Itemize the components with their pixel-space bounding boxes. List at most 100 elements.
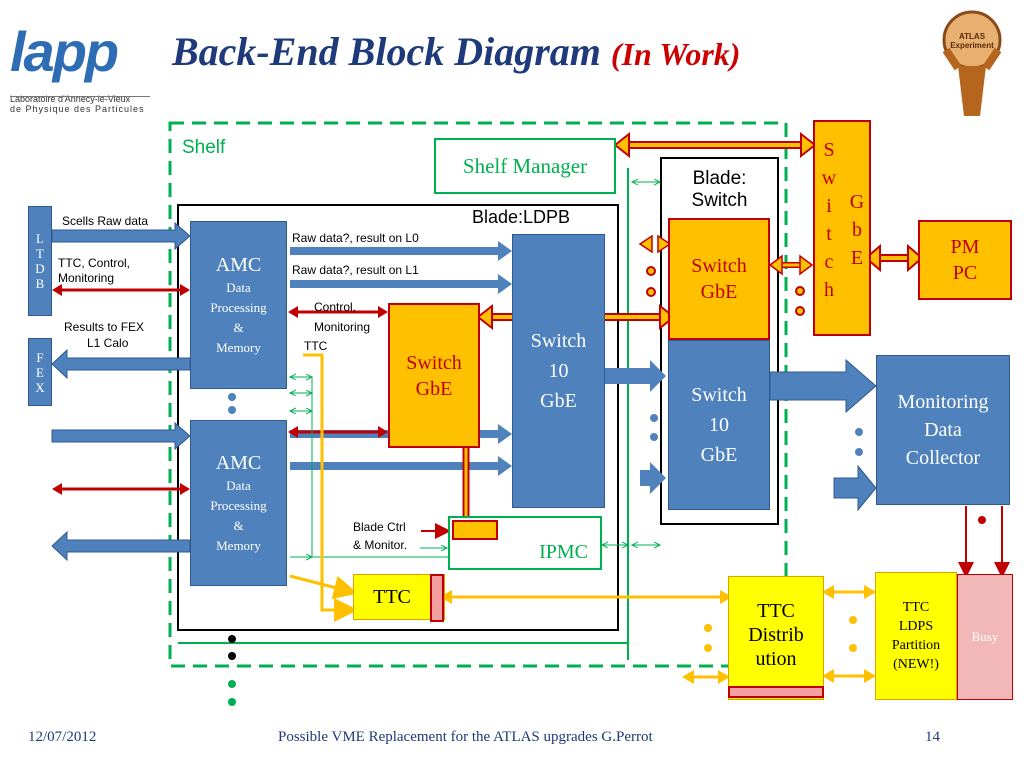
busy-box: Busy: [957, 574, 1013, 700]
ttc-box-connector: [430, 574, 444, 622]
ttc-distrib-line1: TTC: [757, 600, 795, 622]
ttc-ldps-line2: LDPS: [898, 619, 934, 634]
footer-date: 12/07/2012: [28, 729, 97, 745]
switch-to-monitoring-arrow: [769, 358, 877, 414]
blade-switch-line1: Blade:: [692, 168, 747, 189]
monitoring-line2: Data: [924, 419, 962, 441]
monitoring-label: Monitoring: [58, 271, 115, 285]
switch-10gbe-line1: Switch: [691, 384, 747, 406]
amc-line: &: [233, 518, 244, 533]
shelf-label: Shelf: [182, 137, 226, 158]
blade-switch-gbe-box: Switch GbE: [668, 218, 770, 340]
ttc-distrib-line3: ution: [755, 648, 797, 670]
ttc-ldps-line3: Partition: [891, 638, 941, 653]
amc-line: &: [233, 320, 244, 335]
shelf-switch-letter-1: w: [821, 167, 837, 189]
ttc-control-label: TTC, Control,: [58, 256, 131, 270]
switch-gbe-line2: GbE: [700, 281, 738, 303]
amc-line: Processing: [210, 300, 267, 315]
switch-10gbe-line3: GbE: [700, 444, 738, 466]
ttc-distribution-connector: [728, 686, 824, 698]
lapp-logo-underline: [10, 96, 150, 97]
ldpb-to-switch-10g-arrow-2: [640, 462, 666, 494]
ltdb-label: LTDB: [35, 231, 45, 291]
blade-switch-boundary: [660, 157, 779, 525]
shelf-switch-letter-3: t: [826, 223, 832, 245]
raw-l1-arrow: [290, 274, 512, 294]
shelf-switch-letter-4: c: [824, 251, 834, 273]
amc2-raw-arrow-2: [290, 456, 512, 476]
amc-line: Memory: [216, 538, 261, 553]
amc-line: Data: [226, 280, 251, 295]
shelf-manager-label: Shelf Manager: [462, 153, 588, 178]
fex-label: FEX: [35, 349, 45, 395]
shelf-switch-gbe-letter-1: b: [852, 219, 862, 241]
pm-pc-line1: PM: [950, 236, 980, 258]
ipmc-chip: [452, 520, 498, 540]
ttc-distrib-line2: Distrib: [748, 624, 804, 646]
blade-ldpb-label: Blade:LDPB: [472, 207, 571, 227]
lower-amc-out-arrow: [51, 530, 191, 562]
switch-10gbe-line2: 10: [548, 360, 569, 382]
results-fex-label: Results to FEX: [64, 320, 145, 334]
ttc-ldps-line1: TTC: [902, 600, 930, 615]
pm-pc-box: PM PC: [918, 220, 1012, 300]
ipmc-box: IPMC: [448, 516, 602, 570]
lapp-logo-line1: Laboratoire d'Annecy-le-Vieux: [10, 94, 131, 104]
amc-title: AMC: [215, 452, 262, 474]
blade-switch-line2: Switch: [691, 190, 748, 211]
lapp-logo-text: lapp: [10, 20, 119, 83]
shelf-switch-letter-2: i: [826, 195, 832, 217]
blade-switch-label: Blade: Switch: [663, 162, 776, 218]
pm-pc-line2: PC: [952, 262, 978, 284]
page-title: Back-End Block Diagram (In Work): [172, 28, 740, 75]
ldpb-switch-gbe-box: Switch GbE: [388, 303, 480, 448]
monitoring-line3: Collector: [905, 447, 981, 469]
raw-l0-arrow: [290, 241, 512, 261]
monitoring-line1: Monitoring: [897, 391, 989, 413]
amc-line: Memory: [216, 340, 261, 355]
shelf-switch-gbe-letter-2: E: [850, 247, 864, 269]
switch-10gbe-line3: GbE: [540, 390, 577, 412]
title-main: Back-End Block Diagram: [172, 29, 601, 74]
ttc-box: TTC: [353, 574, 445, 620]
control-label: Control,: [314, 300, 357, 314]
raw-l0-label: Raw data?, result on L0: [292, 231, 419, 245]
monitor-label: & Monitor.: [353, 538, 408, 552]
raw-l1-label: Raw data?, result on L1: [292, 263, 419, 277]
ttc-small-label: TTC: [304, 339, 328, 353]
monitoring-collector-box: Monitoring Data Collector: [876, 355, 1010, 505]
shelf-switch-letter-0: S: [823, 139, 835, 161]
l1-calo-label: L1 Calo: [87, 336, 129, 350]
ttc-distribution-box: TTC Distrib ution: [728, 576, 824, 700]
monitoring2-label: Monitoring: [314, 320, 371, 334]
blade-ldpb-boundary: [177, 204, 619, 631]
atlas-figure-icon: [942, 10, 1002, 116]
amc-box-1: AMC Data Processing & Memory: [190, 221, 287, 389]
scells-arrow: [51, 221, 191, 251]
switch-10gbe-line1: Switch: [530, 330, 587, 352]
results-fex-arrow: [51, 348, 191, 380]
amc-line: Processing: [210, 498, 267, 513]
ttc-ldps-box: TTC LDPS Partition (NEW!): [875, 572, 957, 700]
shelf-switch-gbe-letter-0: G: [849, 191, 865, 213]
amc-title: AMC: [215, 254, 262, 276]
ldpb-switch-10gbe-box: Switch 10 GbE: [512, 234, 605, 508]
ttc-box-label: TTC: [373, 585, 411, 608]
scells-label: Scells Raw data: [62, 214, 149, 228]
atlas-logo-text: ATLAS Experiment: [950, 32, 994, 50]
lapp-logo: lapp Laboratoire d'Annecy-le-Vieux de Ph…: [10, 20, 160, 130]
amc-line: Data: [226, 478, 251, 493]
switch-10gbe-line2: 10: [709, 414, 729, 436]
switch-gbe-line1: Switch: [691, 255, 747, 277]
footer-center: Possible VME Replacement for the ATLAS u…: [278, 729, 653, 745]
ipmc-label: IPMC: [539, 540, 588, 563]
ltdb-box: LTDB: [28, 206, 52, 316]
switch-gbe-line2: GbE: [415, 377, 453, 400]
shelf-manager-box: Shelf Manager: [434, 138, 616, 194]
blade-ctrl-label: Blade Ctrl: [353, 520, 406, 534]
monitoring-in-arrow: [833, 464, 877, 512]
